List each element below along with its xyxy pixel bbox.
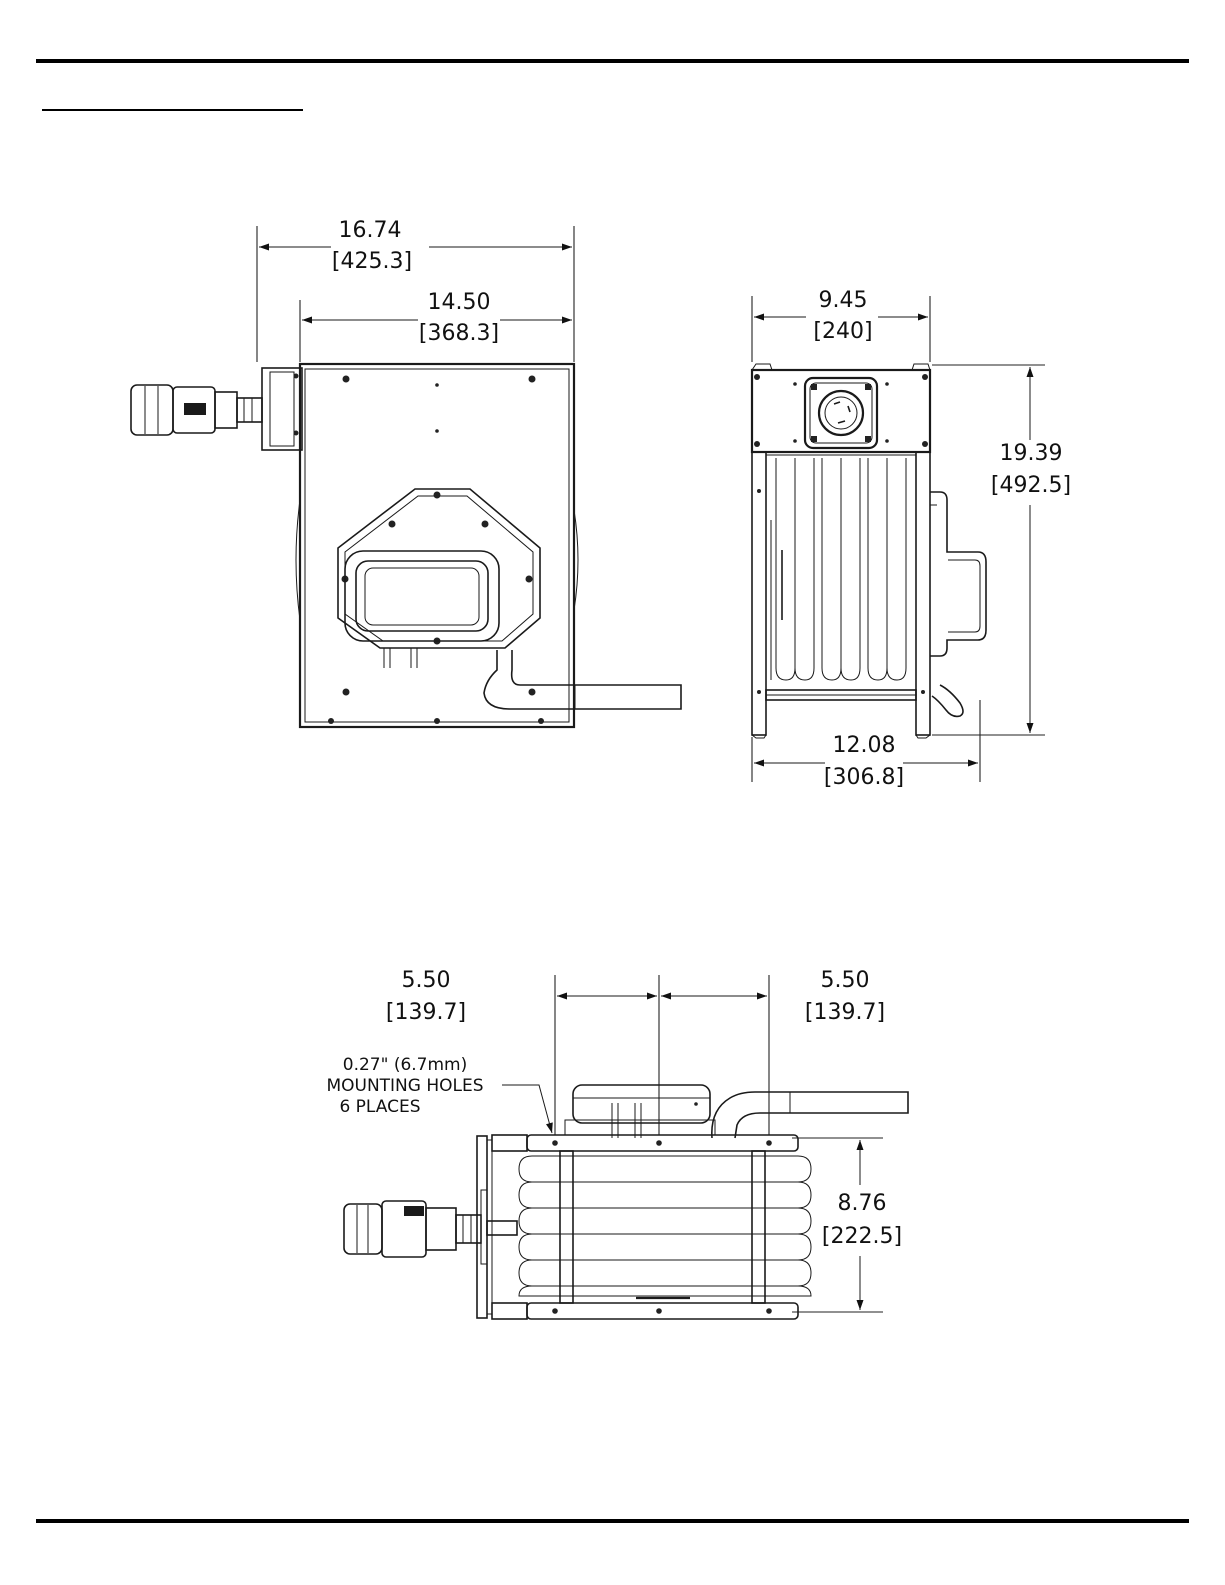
hose-exit (484, 650, 681, 709)
dim-left-spacing-mm: [139.7] (386, 1000, 466, 1025)
hose-coil-bottom (519, 1151, 811, 1303)
dim-frame-width-mm: [368.3] (419, 321, 499, 346)
bottom-mount-rail (527, 1303, 798, 1319)
dim-right-spacing-mm: [139.7] (805, 1000, 885, 1025)
dim-side-base-width-inch: 12.08 (833, 733, 896, 758)
top-mount-rail (527, 1135, 798, 1151)
reel-window (345, 551, 499, 641)
mounting-hole-note-line1: 0.27" (6.7mm) (343, 1055, 468, 1075)
dim-overall-width-inch: 16.74 (339, 218, 402, 243)
mount-bracket (262, 368, 302, 450)
mounting-hole-note-line3: 6 PLACES (339, 1097, 420, 1117)
plug-connector-icon (131, 385, 262, 435)
side-top-plate (752, 370, 930, 452)
mounting-hole-leader (502, 1085, 552, 1133)
dim-depth-mm: [222.5] (822, 1224, 902, 1249)
side-view (752, 296, 1045, 782)
bottom-view (344, 975, 908, 1319)
dim-left-spacing-inch: 5.50 (402, 968, 451, 993)
plug-connector-bottom-icon (344, 1201, 481, 1257)
receptacle-icon (805, 378, 877, 448)
dim-depth-inch: 8.76 (838, 1191, 887, 1216)
hose-coil-side (766, 455, 916, 700)
dim-right-spacing-inch: 5.50 (821, 968, 870, 993)
mounting-hole-note-line2: MOUNTING HOLES (326, 1076, 483, 1096)
dim-side-top-width-mm: [240] (813, 319, 872, 344)
dim-overall-width-mm: [425.3] (332, 249, 412, 274)
dim-side-height-inch: 19.39 (1000, 441, 1063, 466)
dim-frame-width-inch: 14.50 (428, 290, 491, 315)
dim-side-top-width-inch: 9.45 (819, 288, 868, 313)
dim-side-height-mm: [492.5] (991, 473, 1071, 498)
dim-side-base-width-mm: [306.8] (824, 765, 904, 790)
front-view (131, 226, 681, 727)
